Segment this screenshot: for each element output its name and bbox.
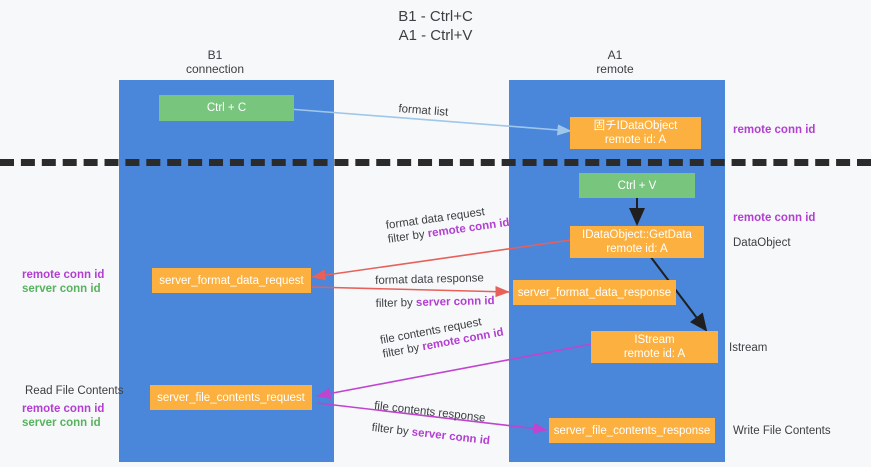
arrow-label-format-data-response-line1: format data response <box>375 272 484 287</box>
node-ctrl-v[interactable]: Ctrl + V <box>579 173 695 198</box>
column-header-a1-name: A1 <box>607 48 623 62</box>
column-header-b1-role: connection <box>185 62 245 76</box>
annotation-remote-conn-id-mid: remote conn id <box>733 212 816 224</box>
title-line-2: A1 - Ctrl+V <box>398 27 473 44</box>
annotation-read-file-contents: Read File Contents <box>25 385 124 397</box>
node-ctrl-v-label: Ctrl + V <box>617 179 657 192</box>
node-server-format-data-request-label: server_format_data_request <box>159 274 304 287</box>
annotation-left-remote-conn-id: remote conn id <box>22 269 105 281</box>
node-idataobject-line2: remote id: A <box>604 134 667 146</box>
node-idataobject-line1: 固チIDataObject <box>593 120 678 132</box>
node-server-format-data-request[interactable]: server_format_data_request <box>152 268 311 293</box>
node-server-format-data-response-label: server_format_data_response <box>517 286 672 299</box>
node-server-file-contents-response[interactable]: server_file_contents_response <box>549 418 715 443</box>
node-istream-line1: IStream <box>634 334 675 346</box>
filter-prefix: filter by <box>375 297 417 310</box>
node-server-file-contents-response-label: server_file_contents_response <box>553 424 711 437</box>
phase-divider <box>0 159 871 166</box>
arrow-label-format-data-request: format data request filter by remote con… <box>385 202 510 247</box>
annotation-left-server-conn-id: server conn id <box>22 283 101 295</box>
title-line-1: B1 - Ctrl+C <box>398 8 473 25</box>
node-server-format-data-response[interactable]: server_format_data_response <box>513 280 676 305</box>
column-header-b1: B1 connection <box>155 48 275 76</box>
column-header-b1-name: B1 <box>207 48 223 62</box>
node-idataobject-getdata[interactable]: IDataObject::GetData remote id: A <box>570 226 704 258</box>
node-server-file-contents-request-label: server_file_contents_request <box>157 391 305 404</box>
arrow-label-file-contents-request: file contents request filter by remote c… <box>379 312 505 362</box>
annotation-dataobject: DataObject <box>733 237 791 249</box>
node-istream[interactable]: IStream remote id: A <box>591 331 718 363</box>
annotation-istream: Istream <box>729 342 768 354</box>
filter-prefix: filter by <box>387 228 429 246</box>
node-ctrl-c[interactable]: Ctrl + C <box>159 95 294 121</box>
annotation-remote-conn-id-top: remote conn id <box>733 124 816 136</box>
annotation-left-server-conn-id-2: server conn id <box>22 417 101 429</box>
annotation-left-remote-conn-id-2: remote conn id <box>22 403 105 415</box>
arrow-label-format-data-response-line2: filter by server conn id <box>376 294 495 311</box>
arrow-label-format-list: format list <box>398 102 449 120</box>
node-getdata-line2: remote id: A <box>606 243 668 255</box>
node-istream-line2: remote id: A <box>623 348 686 360</box>
arrow-label-format-data-response: format data response filter by server co… <box>375 271 495 311</box>
page-title: B1 - Ctrl+C A1 - Ctrl+V <box>0 7 871 45</box>
node-server-file-contents-request[interactable]: server_file_contents_request <box>150 385 312 410</box>
filter-key-server-conn-id: server conn id <box>415 295 495 310</box>
filter-prefix: filter by <box>371 421 413 439</box>
arrow-label-file-contents-response-line2: filter by server conn id <box>371 421 491 448</box>
arrow-label-file-contents-response: file contents response filter by server … <box>371 399 493 448</box>
node-ctrl-c-label: Ctrl + C <box>206 102 247 114</box>
node-getdata-line1: IDataObject::GetData <box>582 229 692 241</box>
column-header-a1-role: remote <box>596 62 634 76</box>
filter-key-server-conn-id: server conn id <box>411 426 491 448</box>
annotation-write-file-contents: Write File Contents <box>733 425 831 437</box>
arrow-label-format-list-line1: format list <box>398 102 449 119</box>
node-idataobject[interactable]: 固チIDataObject remote id: A <box>570 117 701 149</box>
column-header-a1: A1 remote <box>555 48 675 76</box>
